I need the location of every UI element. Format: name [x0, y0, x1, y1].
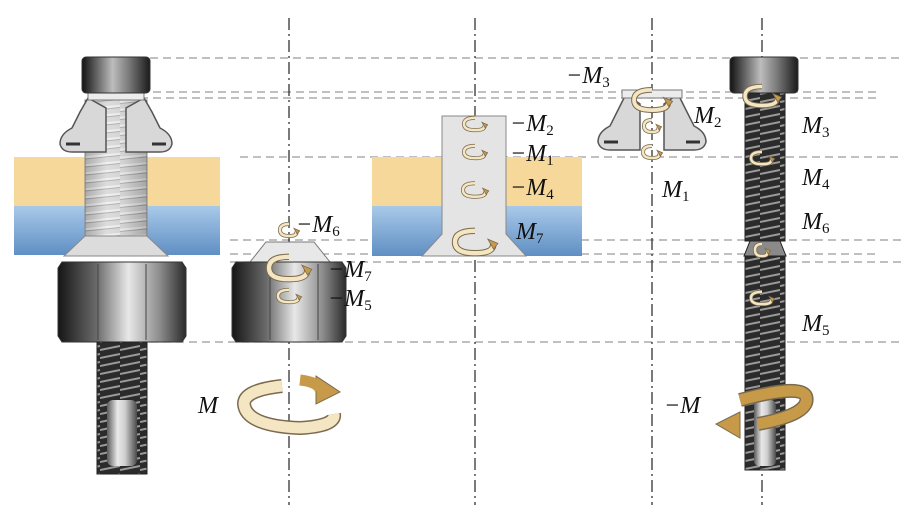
- label-neg-m: −M: [664, 393, 701, 419]
- curl-neg-m3: [631, 87, 674, 113]
- label-m7: M7: [516, 219, 544, 247]
- curl-neg-m5: [275, 287, 303, 305]
- label-m4: M4: [802, 165, 830, 193]
- label-neg-m2: −M2: [510, 111, 554, 139]
- curl-neg-m7: [265, 253, 313, 283]
- curl-m6: [752, 242, 772, 259]
- curl-m7: [451, 227, 499, 257]
- curl-m2: [641, 118, 663, 135]
- bolt5-upper-thread: [744, 92, 786, 242]
- bolt-head: [81, 56, 151, 94]
- curl-neg-m6: [277, 222, 301, 239]
- curl-m1: [640, 144, 664, 161]
- curl-neg-m4: [460, 181, 490, 199]
- label-m5: M5: [802, 311, 830, 339]
- label-m2: M2: [694, 103, 722, 131]
- label-neg-m6: −M6: [296, 212, 340, 240]
- torque-arrows: [265, 83, 783, 307]
- label-neg-m7: −M7: [328, 257, 372, 285]
- bracket: [59, 96, 173, 153]
- curl-m4: [748, 149, 776, 167]
- bolt-countersink: [62, 235, 170, 257]
- label-m6: M6: [802, 209, 830, 237]
- torque-arrow-neg-m: [714, 383, 814, 439]
- label-neg-m4: −M4: [510, 175, 554, 203]
- bolt-view: [729, 56, 799, 471]
- plate3-shank: [420, 115, 528, 257]
- label-neg-m1: −M1: [510, 141, 554, 169]
- curl-neg-m1: [461, 143, 489, 161]
- label-neg-m3: −M3: [566, 63, 610, 91]
- torque-arrow-m: [236, 374, 341, 436]
- curl-neg-m2: [461, 115, 489, 133]
- nut: [57, 261, 187, 343]
- label-m1: M1: [662, 177, 690, 205]
- curl-m3: [742, 83, 783, 109]
- label-neg-m5: −M5: [328, 286, 372, 314]
- curl-m5: [748, 289, 776, 307]
- label-m3: M3: [802, 113, 830, 141]
- label-m: M: [198, 393, 218, 419]
- assembly-view: [14, 56, 220, 475]
- nut-washer-top: [248, 241, 332, 263]
